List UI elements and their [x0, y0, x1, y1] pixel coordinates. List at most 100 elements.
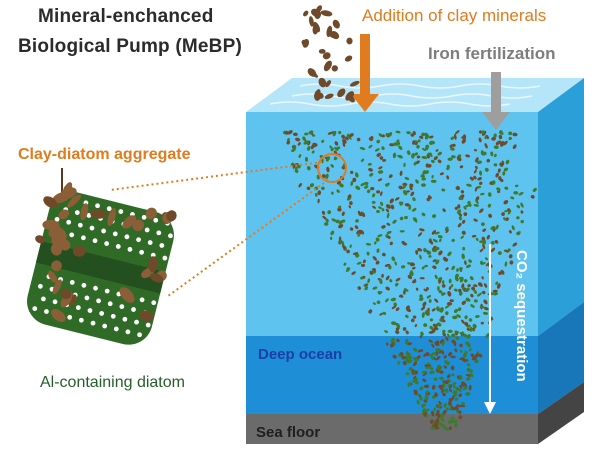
plume-particle — [490, 247, 496, 253]
plume-particle — [475, 165, 478, 170]
diatom-pore — [89, 225, 95, 231]
plume-particle — [375, 260, 380, 265]
plume-particle — [363, 284, 369, 289]
plume-particle — [368, 144, 373, 149]
plume-particle — [461, 138, 466, 144]
plume-particle — [426, 164, 432, 168]
plume-particle — [321, 174, 326, 178]
diatom-pore — [67, 314, 73, 320]
plume-particle — [437, 404, 441, 408]
clay-mineral-flake — [332, 19, 340, 29]
plume-particle — [468, 348, 472, 352]
diatom-pore — [92, 238, 98, 244]
plume-particle — [414, 152, 419, 156]
plume-particle — [453, 340, 457, 347]
plume-particle — [465, 154, 470, 158]
plume-particle — [421, 132, 425, 137]
diatom-pore — [141, 214, 147, 220]
plume-particle — [441, 188, 446, 192]
plume-particle — [433, 326, 439, 331]
plume-particle — [382, 134, 385, 138]
plume-particle — [449, 144, 454, 148]
plume-particle — [333, 156, 337, 161]
deep-ocean-side — [538, 302, 584, 414]
plume-particle — [431, 308, 436, 312]
plume-particle — [507, 209, 512, 215]
plume-particle — [429, 370, 435, 375]
plume-particle — [459, 343, 463, 348]
plume-particle — [438, 290, 443, 294]
plume-particle — [441, 292, 445, 296]
plume-particle — [497, 168, 501, 173]
plume-particle — [341, 134, 346, 139]
plume-particle — [476, 160, 483, 165]
plume-particle — [447, 251, 452, 257]
plume-particle — [298, 183, 302, 188]
plume-particle — [431, 175, 434, 179]
plume-particle — [477, 176, 482, 181]
plume-particle — [508, 136, 512, 141]
plume-particle — [480, 262, 486, 265]
plume-particle — [445, 336, 449, 342]
plume-particle — [434, 274, 438, 280]
plume-particle — [435, 322, 440, 327]
plume-particle — [395, 322, 401, 329]
plume-particle — [380, 201, 384, 206]
plume-particle — [497, 251, 502, 256]
plume-particle — [448, 426, 452, 431]
clay-flake — [80, 203, 89, 221]
plume-particle — [424, 134, 430, 140]
plume-particle — [443, 355, 447, 359]
plume-particle — [421, 155, 428, 160]
plume-particle — [350, 170, 354, 174]
plume-particle — [376, 209, 380, 214]
plume-particle — [408, 205, 412, 210]
diatom-pore — [74, 210, 80, 215]
sea-floor-label: Sea floor — [256, 424, 321, 441]
diatom-pore — [69, 279, 75, 285]
diatom-pore — [127, 246, 133, 252]
plume-particle — [451, 373, 455, 377]
plume-particle — [495, 172, 500, 178]
plume-particle — [475, 315, 480, 318]
plume-particle — [452, 315, 458, 320]
plume-particle — [431, 384, 436, 390]
plume-particle — [439, 376, 444, 380]
plume-particle — [414, 324, 418, 328]
plume-particle — [484, 135, 487, 140]
plume-particle — [423, 248, 427, 253]
plume-particle — [451, 155, 456, 159]
plume-particle — [419, 396, 423, 401]
plume-particle — [385, 183, 389, 187]
plume-particle — [426, 287, 429, 291]
plume-particle — [458, 388, 462, 393]
plume-particle — [456, 209, 462, 214]
plume-particle — [331, 191, 334, 195]
plume-particle — [520, 202, 524, 208]
plume-particle — [415, 250, 419, 255]
plume-particle — [400, 294, 404, 299]
plume-particle — [430, 159, 435, 164]
clay-flake — [90, 209, 107, 219]
plume-particle — [338, 130, 342, 135]
plume-particle — [422, 301, 427, 307]
diatom-pore — [131, 307, 136, 312]
plume-particle — [385, 275, 390, 281]
diatom-pore — [87, 308, 93, 313]
plume-particle — [451, 394, 455, 400]
plume-particle — [446, 175, 450, 180]
clay-mineral-flake — [320, 10, 333, 17]
plume-particle — [403, 288, 409, 292]
plume-particle — [419, 335, 423, 339]
plume-particle — [454, 130, 460, 135]
plume-particle — [382, 252, 386, 257]
plume-particle — [423, 323, 428, 328]
plume-particle — [442, 329, 446, 334]
plume-particle — [453, 288, 458, 292]
plume-particle — [503, 249, 510, 253]
plume-particle — [490, 151, 494, 157]
plume-particle — [478, 282, 482, 287]
plume-particle — [454, 422, 458, 428]
plume-particle — [376, 300, 381, 305]
plume-particle — [421, 212, 426, 217]
